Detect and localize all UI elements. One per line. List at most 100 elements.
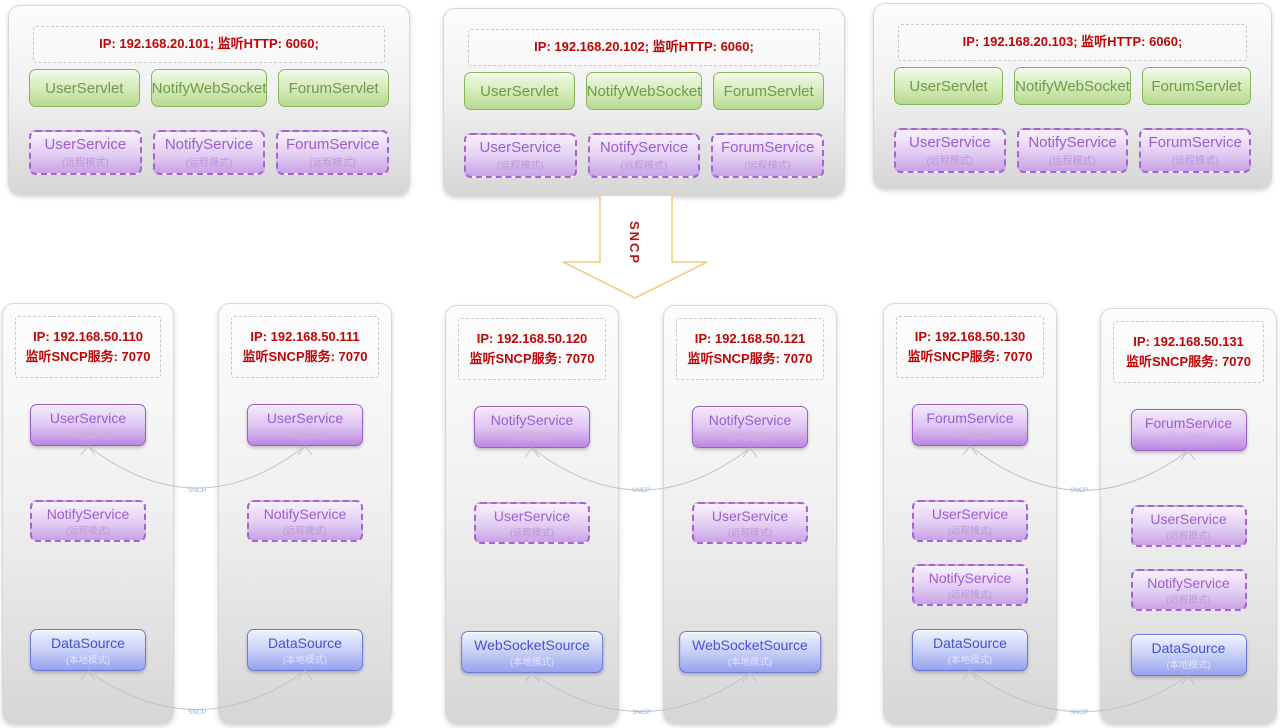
app-server-102: IP: 192.168.20.102; 监听HTTP: 6060; UserSe… <box>443 8 845 196</box>
servlet-label: UserServlet <box>45 79 124 97</box>
user-service-local-box: UserService (本地模式) <box>30 404 146 446</box>
forum-service-remote-box: ForumService (远程模式) <box>276 130 390 175</box>
service-mode: (本地模式) <box>509 656 555 668</box>
service-name: NotifyService <box>599 139 689 156</box>
service-name: NotifyService <box>1028 134 1117 151</box>
node-port-text: 监听SNCP服务: 7070 <box>1126 354 1251 369</box>
notify-websocket-box: NotifyWebSocket <box>150 69 268 107</box>
service-name: WebSocketSource <box>474 636 590 653</box>
sncp-arrow: SNCP <box>562 196 708 299</box>
user-service-local-box: UserService (本地模式) <box>247 404 363 446</box>
servlet-label: UserServlet <box>909 77 988 95</box>
service-name: DataSource <box>51 634 125 651</box>
service-name: ForumService <box>1148 134 1242 151</box>
node-ip-banner: IP: 192.168.50.131 监听SNCP服务: 7070 <box>1113 321 1264 383</box>
service-mode: (本地模式) <box>947 654 993 666</box>
server-ip-text: IP: 192.168.20.101; 监听HTTP: 6060; <box>99 36 319 52</box>
service-name: UserService <box>931 505 1009 522</box>
connector-label: SNCP <box>632 487 650 494</box>
service-row: UserService (远程模式) NotifyService (远程模式) … <box>9 130 409 175</box>
connector-label: SNCP <box>1070 487 1088 494</box>
notify-service-remote-box: NotifyService (远程模式) <box>587 133 701 178</box>
datasource-box: DataSource (本地模式) <box>912 629 1028 671</box>
user-service-remote-box: UserService (远程模式) <box>474 502 590 544</box>
service-name: ForumService <box>926 409 1014 426</box>
node-port-text: 监听SNCP服务: 7070 <box>25 349 151 364</box>
server-ip-text: IP: 192.168.20.102; 监听HTTP: 6060; <box>534 39 754 55</box>
node-ip-text: IP: 192.168.50.131 <box>1133 333 1244 349</box>
forum-service-remote-box: ForumService (远程模式) <box>711 133 825 178</box>
forum-service-remote-box: ForumService (远程模式) <box>1139 128 1252 173</box>
service-mode: (远程模式) <box>1166 530 1211 542</box>
service-name: ForumService <box>721 139 815 156</box>
servlet-label: ForumServlet <box>288 79 379 97</box>
notify-service-remote-box: NotifyService (远程模式) <box>912 564 1028 606</box>
notify-service-remote-box: NotifyService (远程模式) <box>247 500 363 542</box>
service-mode: (本地模式) <box>65 429 111 441</box>
datasource-box: DataSource (本地模式) <box>247 629 363 671</box>
server-ip-banner: IP: 192.168.20.103; 监听HTTP: 6060; <box>898 24 1247 61</box>
service-mode: (本地模式) <box>1166 659 1211 671</box>
sncp-node-111: IP: 192.168.50.111 监听SNCP服务: 7070 UserSe… <box>218 303 392 724</box>
user-servlet-box: UserServlet <box>894 67 1004 105</box>
service-mode: (远程模式) <box>727 527 773 539</box>
forum-servlet-box: ForumServlet <box>1141 67 1251 105</box>
service-mode: (远程模式) <box>947 589 993 601</box>
servlet-label: NotifyWebSocket <box>586 82 702 100</box>
service-name: DataSource <box>268 634 342 651</box>
connector-label: SNCP <box>1070 709 1088 716</box>
user-servlet-box: UserServlet <box>29 69 140 107</box>
service-mode: (远程模式) <box>1049 156 1096 167</box>
service-name: NotifyService <box>928 569 1012 586</box>
datasource-box: DataSource (本地模式) <box>30 629 146 671</box>
service-mode: (远程模式) <box>947 525 993 537</box>
connector-label: SNCP <box>632 709 650 716</box>
user-service-remote-box: UserService (远程模式) <box>894 128 1006 173</box>
service-name: NotifyService <box>164 136 254 153</box>
notify-service-remote-box: NotifyService (远程模式) <box>30 500 146 542</box>
service-name: UserService <box>266 409 344 426</box>
node-ip-text: IP: 192.168.50.110 <box>33 328 143 344</box>
service-mode: (远程模式) <box>1166 594 1211 606</box>
servlet-row: UserServlet NotifyWebSocket ForumServlet <box>874 67 1271 105</box>
service-name: UserService <box>49 409 127 426</box>
servlet-label: NotifyWebSocket <box>1015 77 1130 95</box>
service-mode: (远程模式) <box>926 156 974 167</box>
server-ip-text: IP: 192.168.20.103; 监听HTTP: 6060; <box>962 34 1183 50</box>
sncp-arrow-shape <box>562 196 708 299</box>
service-name: DataSource <box>1151 639 1226 656</box>
websocketsource-box: WebSocketSource (本地模式) <box>679 631 821 673</box>
service-mode: (远程模式) <box>1171 156 1219 167</box>
service-mode: (本地模式) <box>727 431 773 443</box>
service-mode: (本地模式) <box>1166 434 1211 446</box>
service-name: UserService <box>44 136 127 153</box>
sncp-arrow-label: SNCP <box>627 221 642 265</box>
service-name: NotifyService <box>46 505 130 522</box>
connector-label: SNCP <box>188 487 206 494</box>
node-ip-banner: IP: 192.168.50.111 监听SNCP服务: 7070 <box>231 316 379 378</box>
node-port-text: 监听SNCP服务: 7070 <box>687 351 813 366</box>
service-name: NotifyService <box>490 411 574 428</box>
service-mode: (本地模式) <box>65 654 111 666</box>
service-name: UserService <box>711 507 789 524</box>
service-mode: (远程模式) <box>309 158 357 169</box>
service-mode: (远程模式) <box>497 161 544 172</box>
user-service-remote-box: UserService (远程模式) <box>464 133 577 178</box>
server-ip-banner: IP: 192.168.20.102; 监听HTTP: 6060; <box>468 29 820 66</box>
service-row: UserService (远程模式) NotifyService (远程模式) … <box>874 128 1271 173</box>
notify-service-remote-box: NotifyService (远程模式) <box>152 130 266 175</box>
user-service-remote-box: UserService (远程模式) <box>912 500 1028 542</box>
connector-label: SNCP <box>188 709 206 716</box>
user-service-remote-box: UserService (远程模式) <box>1130 505 1247 547</box>
websocketsource-box: WebSocketSource (本地模式) <box>461 631 603 673</box>
node-port-text: 监听SNCP服务: 7070 <box>907 349 1033 364</box>
node-ip-text: IP: 192.168.50.111 <box>250 328 360 344</box>
node-ip-banner: IP: 192.168.50.120 监听SNCP服务: 7070 <box>458 318 606 380</box>
user-servlet-box: UserServlet <box>464 72 575 110</box>
app-server-101: IP: 192.168.20.101; 监听HTTP: 6060; UserSe… <box>8 5 410 195</box>
service-mode: (远程模式) <box>62 158 109 169</box>
app-server-103: IP: 192.168.20.103; 监听HTTP: 6060; UserSe… <box>873 3 1272 189</box>
notify-service-local-box: NotifyService (本地模式) <box>474 406 590 448</box>
sncp-node-121: IP: 192.168.50.121 监听SNCP服务: 7070 Notify… <box>663 305 837 724</box>
node-ip-banner: IP: 192.168.50.121 监听SNCP服务: 7070 <box>676 318 824 380</box>
